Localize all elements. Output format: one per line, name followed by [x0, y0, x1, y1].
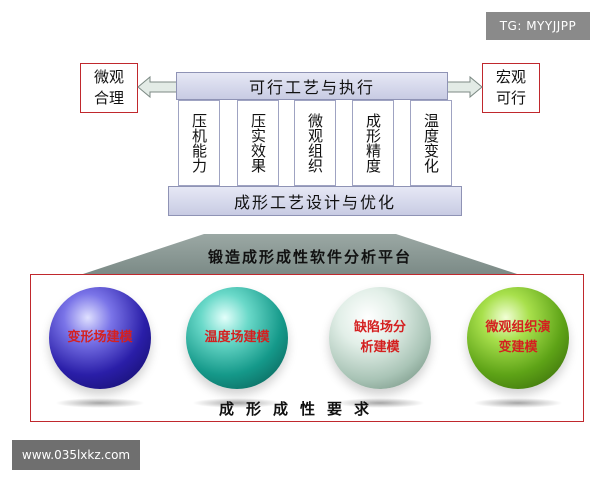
column-microstructure: 微观组织 — [294, 100, 336, 186]
microstructure-evolution-sphere: 微观组织演 变建模 — [467, 287, 569, 389]
temperature-field-sphere: 温度场建模 — [186, 287, 288, 389]
column-forming-accuracy: 成形精度 — [352, 100, 394, 186]
process-design-bar: 成形工艺设计与优化 — [168, 186, 462, 216]
column-compaction-effect: 压实效果 — [237, 100, 279, 186]
sphere-shadow — [473, 398, 563, 408]
deformation-field-sphere: 变形场建模 — [49, 287, 151, 389]
right-arrow-icon — [445, 75, 483, 99]
column-press-capacity: 压机能力 — [178, 100, 220, 186]
watermark-url: www.035lxkz.com — [12, 440, 140, 470]
requirement-label: 成形成性要求 — [218, 400, 381, 418]
watermark-tg: TG: MYYJJPP — [486, 12, 590, 40]
left-arrow-icon — [137, 75, 179, 99]
feasible-process-bar: 可行工艺与执行 — [176, 72, 448, 100]
sphere-shadow — [192, 398, 282, 408]
sphere-shadow — [335, 398, 425, 408]
column-temperature-change: 温度变化 — [410, 100, 452, 186]
platform-label: 锻造成形成性软件分析平台 — [207, 248, 412, 266]
sphere-shadow — [55, 398, 145, 408]
macroscopic-feasible-box: 宏观 可行 — [482, 63, 540, 113]
microscopic-reasonable-box: 微观 合理 — [80, 63, 138, 113]
defect-field-sphere: 缺陷场分 析建模 — [329, 287, 431, 389]
